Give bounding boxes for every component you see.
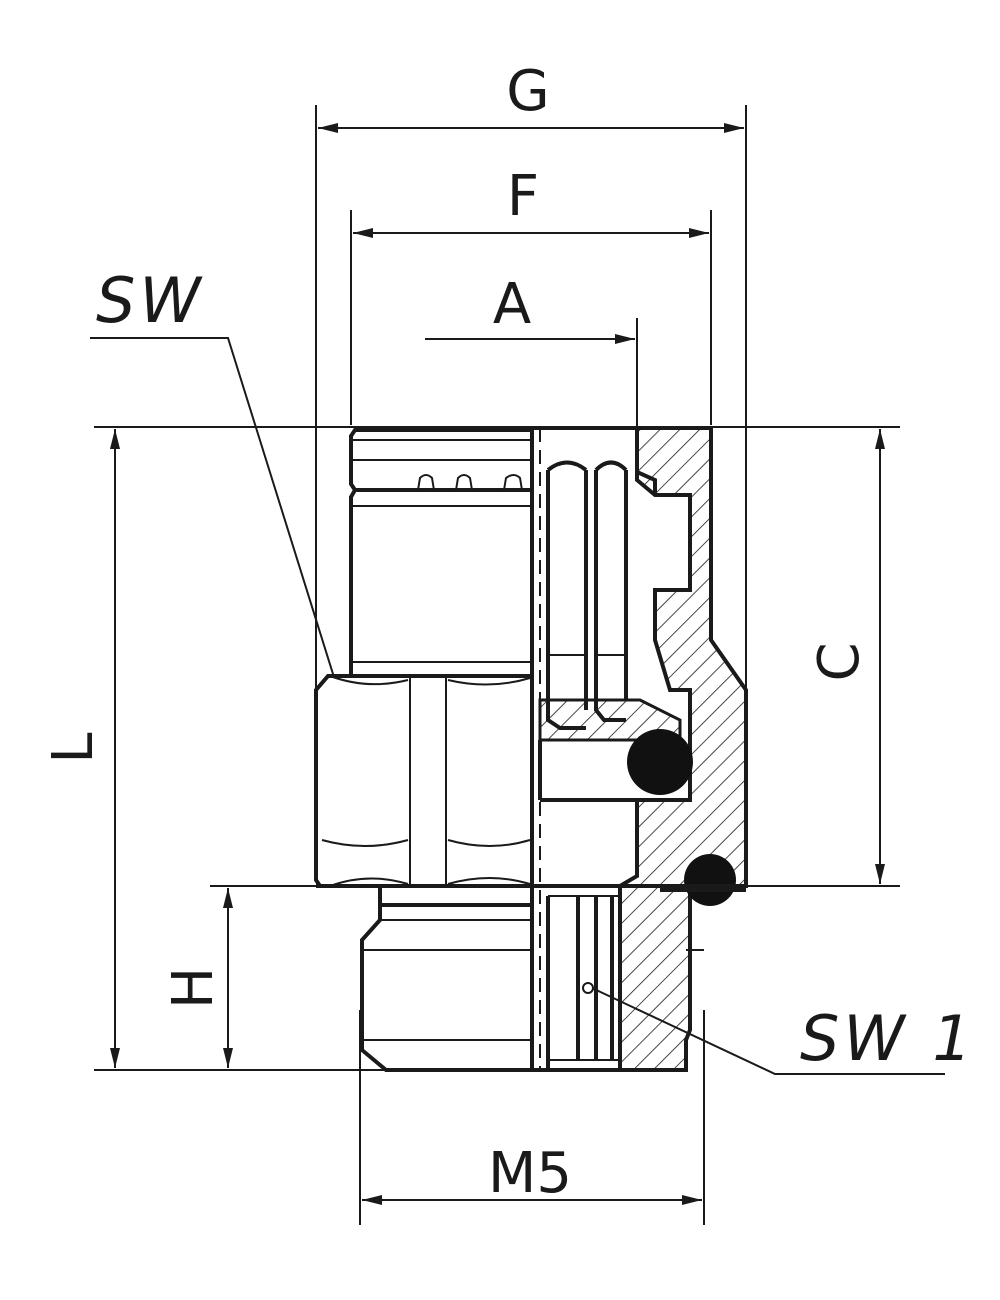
label-h: H [161,967,226,1009]
dimension-labels: G F A L C H M5 [41,59,872,1206]
tube-o-ring [627,729,693,795]
label-g: G [506,59,549,124]
thread-o-ring [684,854,736,906]
label-a: A [493,272,531,337]
callout-sw-leader [90,337,349,723]
callout-sw1-marker [582,982,594,994]
extension-lines [94,105,900,1225]
label-l: L [41,732,106,763]
fitting-section-half [316,426,748,1072]
callout-sw1-label: SW 1 [800,1002,976,1075]
dimension-lines [110,123,885,1205]
callouts: SW SW 1 [90,264,976,1075]
body-section-hatch [618,426,748,1072]
label-c: C [807,642,872,681]
fitting-exterior-half [314,428,534,1072]
label-m5: M5 [488,1141,572,1206]
callout-sw-label: SW [96,264,205,337]
label-f: F [507,164,539,229]
